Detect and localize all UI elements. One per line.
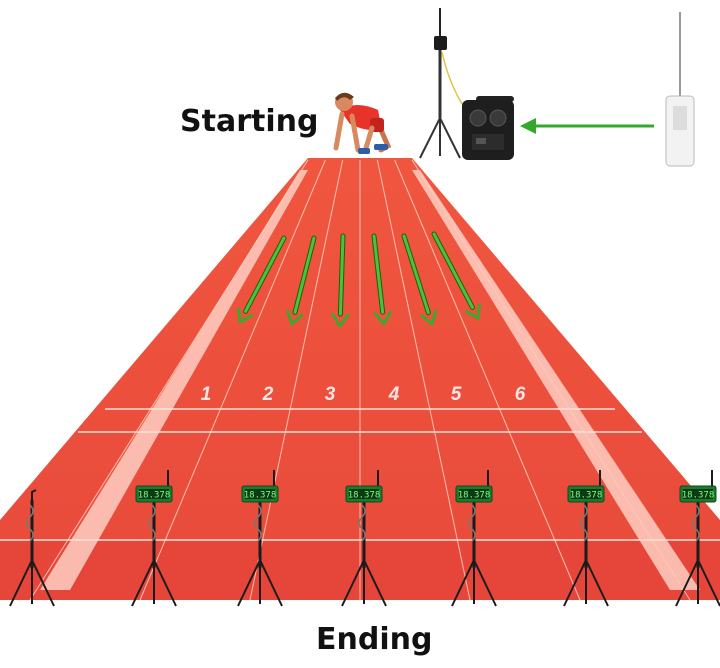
timer-display-text: 18.378: [682, 491, 715, 501]
timer-display-text: 18.378: [138, 491, 171, 501]
timer-display-icon: 18.378: [241, 470, 279, 503]
direction-arrow: [371, 233, 392, 326]
lane-divider: [249, 159, 344, 601]
ending-label: Ending: [316, 622, 433, 657]
starting-label: Starting: [180, 104, 319, 139]
tripod-icon: 18.378: [675, 470, 720, 607]
track-edge-right: [412, 170, 700, 590]
timer-display-icon: 18.378: [135, 470, 173, 503]
timer-display-icon: 18.378: [567, 470, 605, 503]
lane-number-3: 3: [325, 384, 336, 405]
direction-arrow: [236, 235, 287, 324]
running-track: [0, 158, 720, 601]
tripod-icon: 18.378: [237, 470, 283, 607]
lane-number-6: 6: [515, 384, 526, 405]
direction-arrow: [401, 233, 438, 326]
lane-divider: [29, 159, 309, 601]
direction-arrow: [331, 233, 350, 328]
lane-number-2: 2: [262, 384, 274, 405]
tripod-icon: 18.378: [341, 470, 387, 607]
lane-divider: [411, 159, 691, 601]
timer-display-text: 18.378: [348, 491, 381, 501]
signal-arrow: [520, 118, 654, 134]
lane-number-5: 5: [451, 384, 462, 405]
lane-number-1: 1: [201, 384, 212, 405]
tripod-icon: 18.378: [563, 470, 609, 607]
direction-arrow: [431, 231, 482, 320]
lane-numbers: 1 2 3 4 5 6: [201, 384, 526, 405]
direction-arrows: [236, 231, 482, 328]
tripod-icon: 18.378: [451, 470, 497, 607]
direction-arrow: [285, 235, 317, 326]
timer-display-text: 18.378: [458, 491, 491, 501]
timer-display-text: 18.378: [570, 491, 603, 501]
timer-stations: 18.378 18.378 18.378 18.378 18.378 18.378: [9, 470, 720, 607]
lane-divider: [139, 159, 326, 601]
timer-display-icon: 18.378: [679, 470, 717, 503]
remote-control-icon: [665, 12, 695, 167]
speaker-icon: [462, 96, 514, 160]
timer-display-icon: 18.378: [455, 470, 493, 503]
track-edge-left: [40, 170, 308, 590]
lane-divider: [376, 159, 471, 601]
lane-divider: [394, 159, 581, 601]
tripod-icon: 18.378: [131, 470, 177, 607]
tripod-icon: [9, 489, 55, 607]
timer-display-text: 18.378: [244, 491, 277, 501]
timer-display-icon: 18.378: [345, 470, 383, 503]
runner-icon: [333, 92, 392, 154]
lane-number-4: 4: [388, 384, 400, 405]
antenna-icon: [419, 8, 463, 159]
